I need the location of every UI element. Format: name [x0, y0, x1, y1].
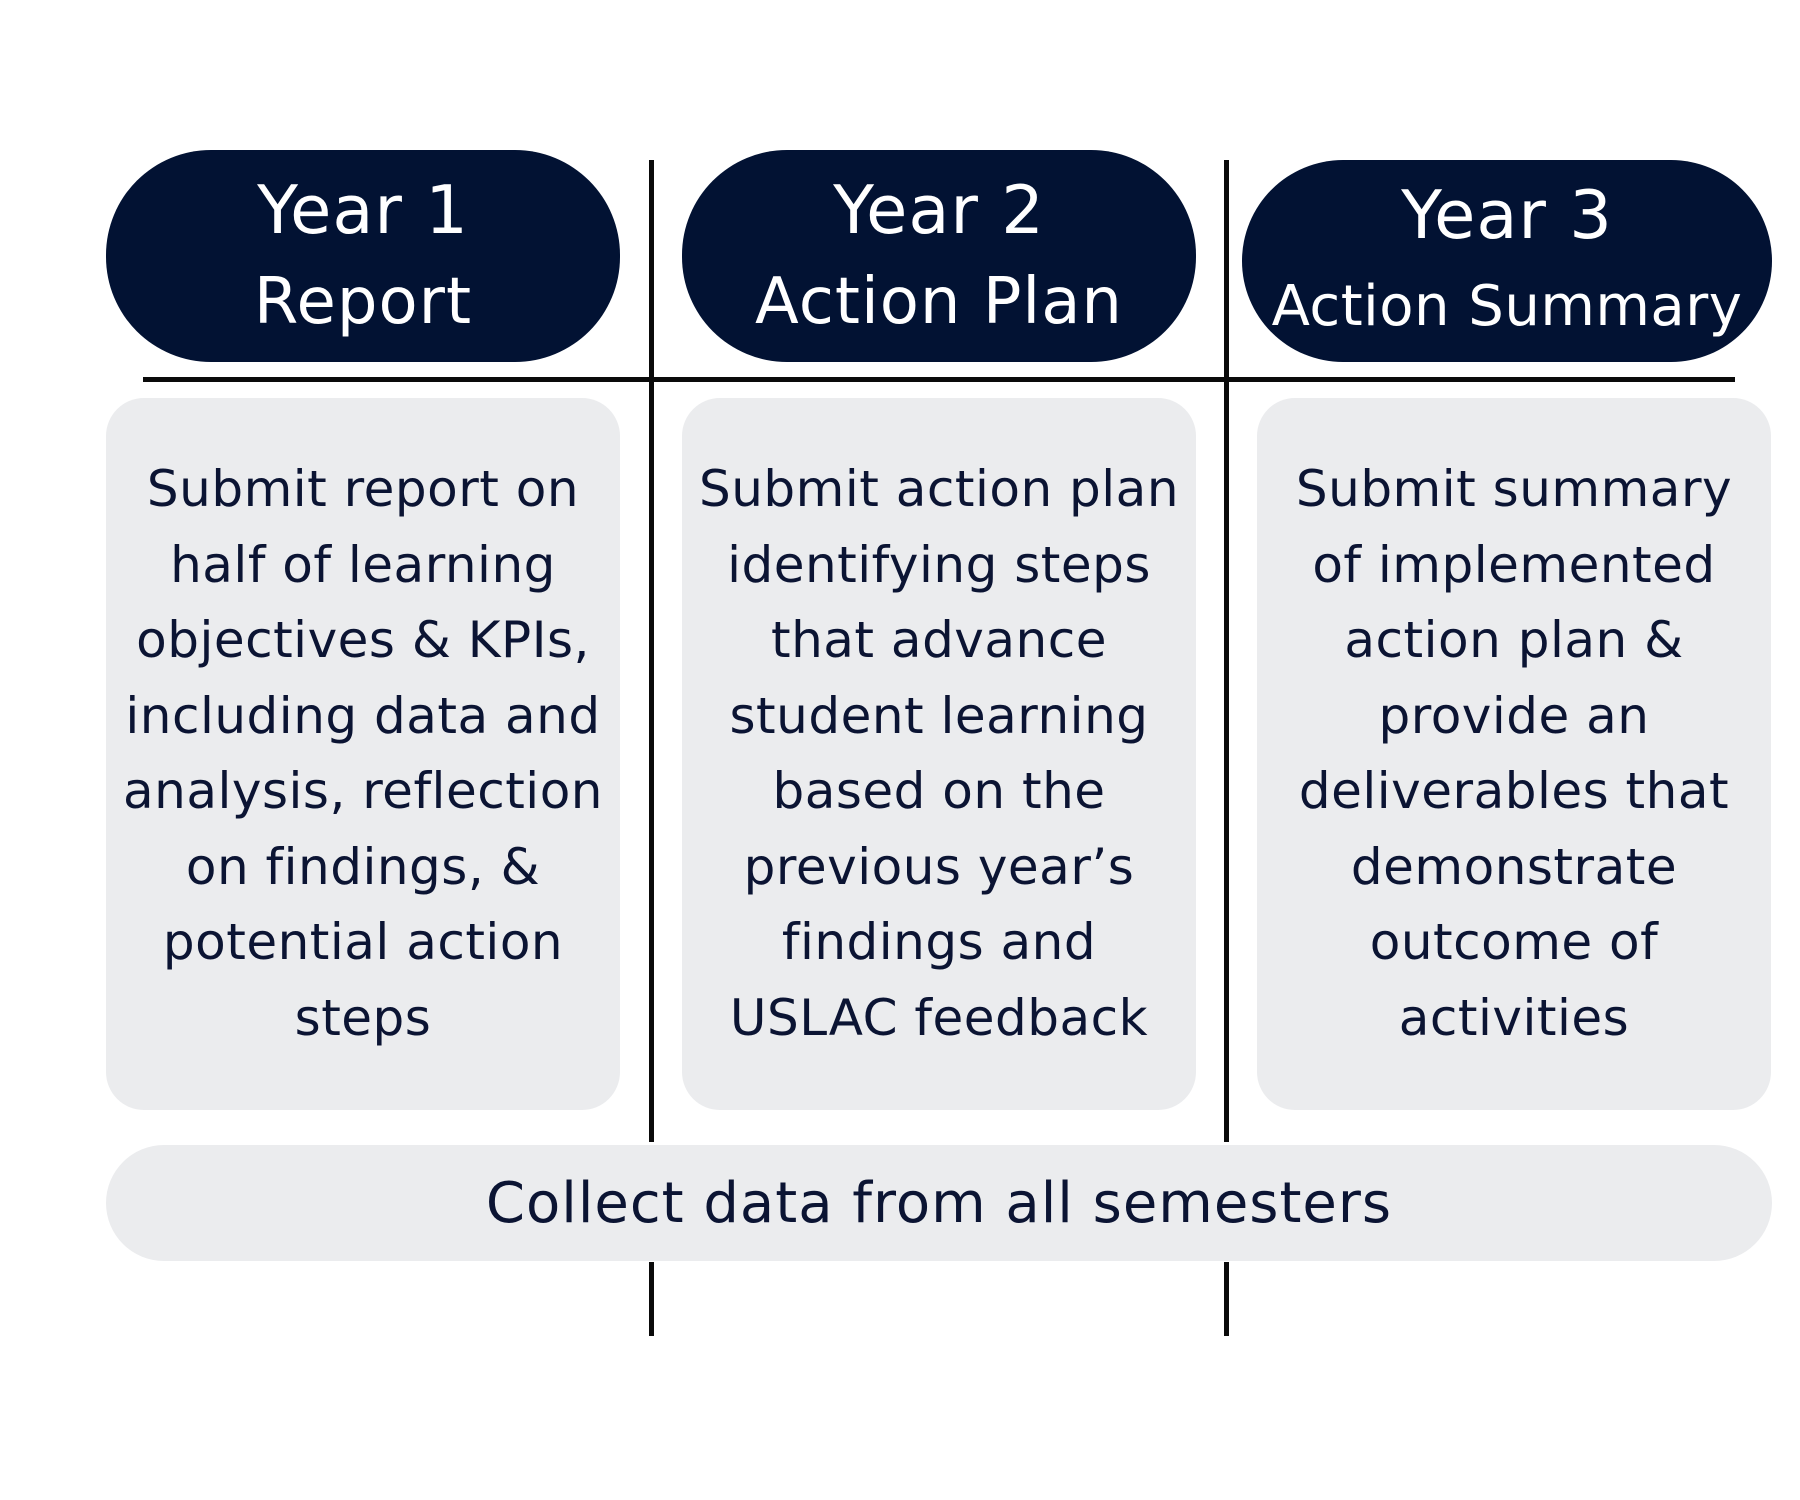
year-3-subtitle: Action Summary	[1271, 274, 1743, 339]
year-2-header: Year 2 Action Plan	[682, 150, 1196, 362]
header-divider	[143, 377, 1735, 382]
year-2-description-box: Submit action plan identifying steps tha…	[682, 398, 1196, 1110]
column-divider-1	[649, 160, 654, 1142]
year-1-header: Year 1 Report	[106, 150, 620, 362]
data-collection-text: Collect data from all semesters	[485, 1170, 1393, 1236]
year-2-description: Submit action plan identifying steps tha…	[698, 460, 1180, 1047]
year-3-title: Year 3	[1401, 176, 1613, 254]
year-2-title: Year 2	[833, 171, 1045, 249]
year-1-subtitle: Report	[253, 265, 473, 339]
column-divider-1-tail	[649, 1262, 654, 1336]
year-3-header: Year 3 Action Summary	[1242, 160, 1772, 362]
column-divider-2-tail	[1224, 1262, 1229, 1336]
year-3-description: Submit summary of implemented action pla…	[1295, 460, 1733, 1047]
column-divider-2	[1224, 160, 1229, 1142]
year-2-subtitle: Action Plan	[755, 265, 1123, 339]
year-1-title: Year 1	[257, 171, 469, 249]
year-3-description-box: Submit summary of implemented action pla…	[1257, 398, 1771, 1110]
year-1-description-box: Submit report on half of learning object…	[106, 398, 620, 1110]
year-1-description: Submit report on half of learning object…	[123, 460, 603, 1047]
data-collection-banner: Collect data from all semesters	[106, 1145, 1772, 1261]
